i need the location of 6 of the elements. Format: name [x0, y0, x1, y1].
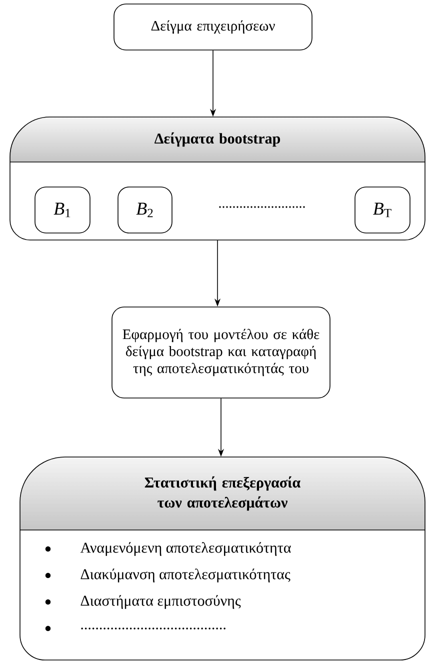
process-box: Δείγμα επιχειρήσεων — [114, 4, 312, 50]
sample-box: B$_{T}$ — [354, 186, 410, 234]
sample-box: B$_{2}$ — [118, 186, 172, 234]
process-box: Εφαρμογή του μοντέλου σε κάθε δείγμα bootstrap και καταγραφή της αποτελεσματικότητάς του — [112, 306, 330, 398]
sample-box: B$_{1}$ — [34, 186, 90, 234]
group-box: Στατιστική επεξεργασία των αποτελεσμάτων Αναμενόμενη αποτελεσματικότητα Διακύμανση αποτελεσματικότητας Διαστήματα εμπιστοσύνης ....................................... — [20, 456, 426, 660]
